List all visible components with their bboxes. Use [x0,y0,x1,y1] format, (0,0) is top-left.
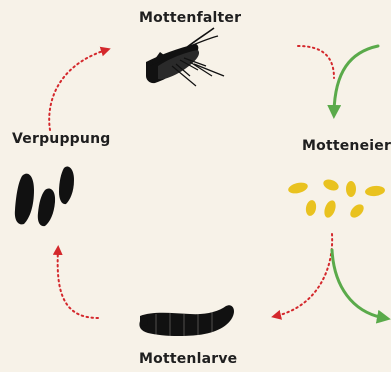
eggs-icon [287,177,385,220]
arrow-eggs-to-larva-green [332,250,384,318]
arrow-pupa-to-moth [49,50,106,130]
arrow-moth-to-eggs [334,46,378,112]
larva-icon [139,305,234,336]
arrow-moth-to-eggs-dotted [298,46,334,78]
pupa-icon [15,167,74,227]
arrow-larva-to-pupa [58,250,98,318]
moth-icon [146,28,224,86]
arrow-eggs-to-larva [276,234,332,316]
